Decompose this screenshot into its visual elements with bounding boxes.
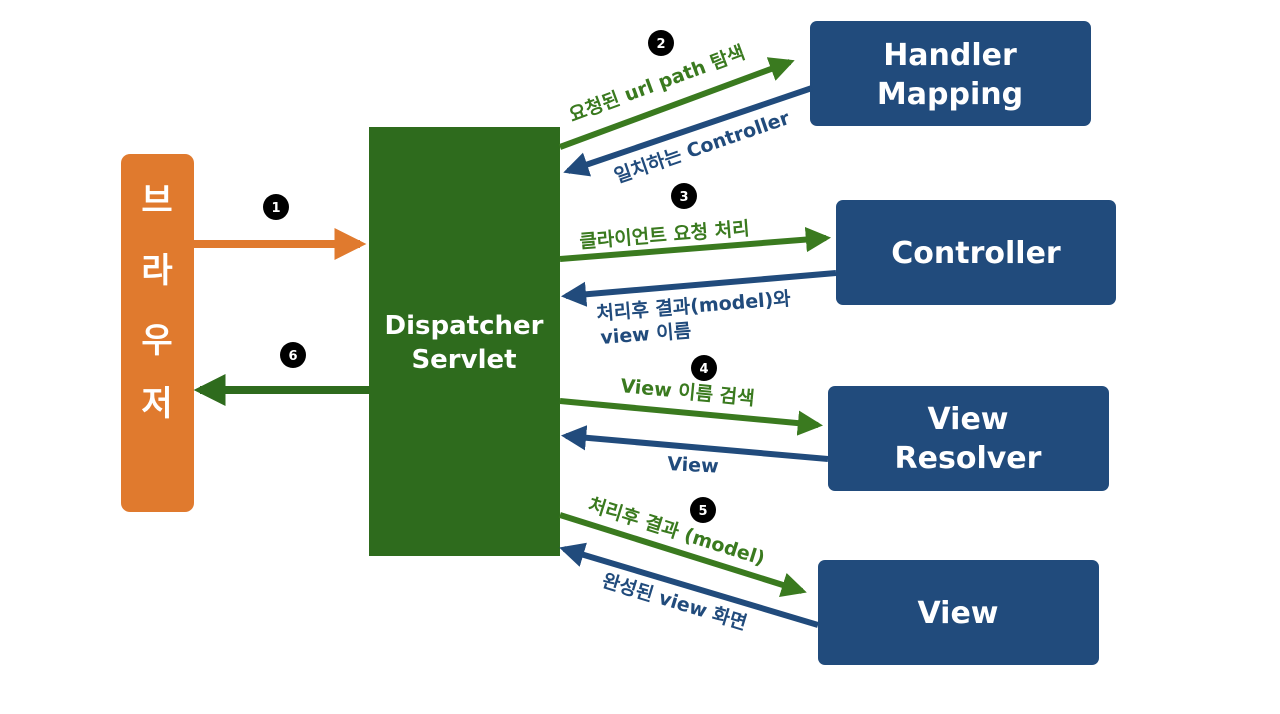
view-resolver-response-label: View — [667, 453, 719, 478]
controller-response-label-line-2: view 이름 — [600, 320, 692, 349]
handler-mapping-request-arrow — [558, 57, 795, 150]
view-resolver-request-label: View 이름 검색 — [620, 375, 756, 410]
step-number-6: 6 — [288, 349, 297, 364]
step-number-3: 3 — [679, 190, 688, 205]
view-request-arrow — [559, 512, 807, 597]
browser-label-char-4: 저 — [141, 384, 172, 424]
handler-mapping-label-line-1: Handler — [883, 38, 1017, 73]
view-resolver-request-arrow — [559, 398, 824, 436]
step-badge-4: 4 — [691, 355, 717, 381]
browser-node: 브 라 우 저 — [121, 154, 194, 512]
view-node: View — [818, 560, 1099, 665]
handler-mapping-label-line-2: Mapping — [877, 77, 1023, 112]
step-number-4: 4 — [699, 362, 708, 377]
handler-mapping-node: Handler Mapping — [810, 21, 1091, 126]
step-number-1: 1 — [271, 201, 280, 216]
browser-label-char-1: 브 — [141, 181, 172, 221]
dispatcher-servlet-node: Dispatcher Servlet — [369, 127, 560, 556]
browser-label-char-2: 라 — [141, 251, 172, 291]
controller-response-arrow — [560, 270, 837, 307]
step-number-5: 5 — [698, 504, 707, 519]
view-resolver-label-line-2: Resolver — [895, 441, 1042, 476]
browser-label-char-3: 우 — [141, 321, 172, 361]
step-number-2: 2 — [656, 37, 665, 52]
view-label: View — [917, 596, 998, 631]
step-badge-6: 6 — [280, 342, 306, 368]
step-badge-5: 5 — [690, 497, 716, 523]
step-badge-3: 3 — [671, 183, 697, 209]
dispatcher-label-line-1: Dispatcher — [385, 311, 544, 341]
view-resolver-label-line-1: View — [927, 402, 1008, 437]
controller-label: Controller — [891, 236, 1061, 271]
controller-request-arrow — [559, 227, 832, 262]
step-badge-2: 2 — [648, 30, 674, 56]
controller-node: Controller — [836, 200, 1116, 305]
view-response-arrow — [559, 542, 819, 628]
handler-mapping-response-arrow — [563, 85, 813, 177]
step-badge-1: 1 — [263, 194, 289, 220]
view-resolver-response-arrow — [560, 425, 829, 462]
view-resolver-node: View Resolver — [828, 386, 1109, 491]
dispatcher-label-line-2: Servlet — [411, 345, 516, 375]
